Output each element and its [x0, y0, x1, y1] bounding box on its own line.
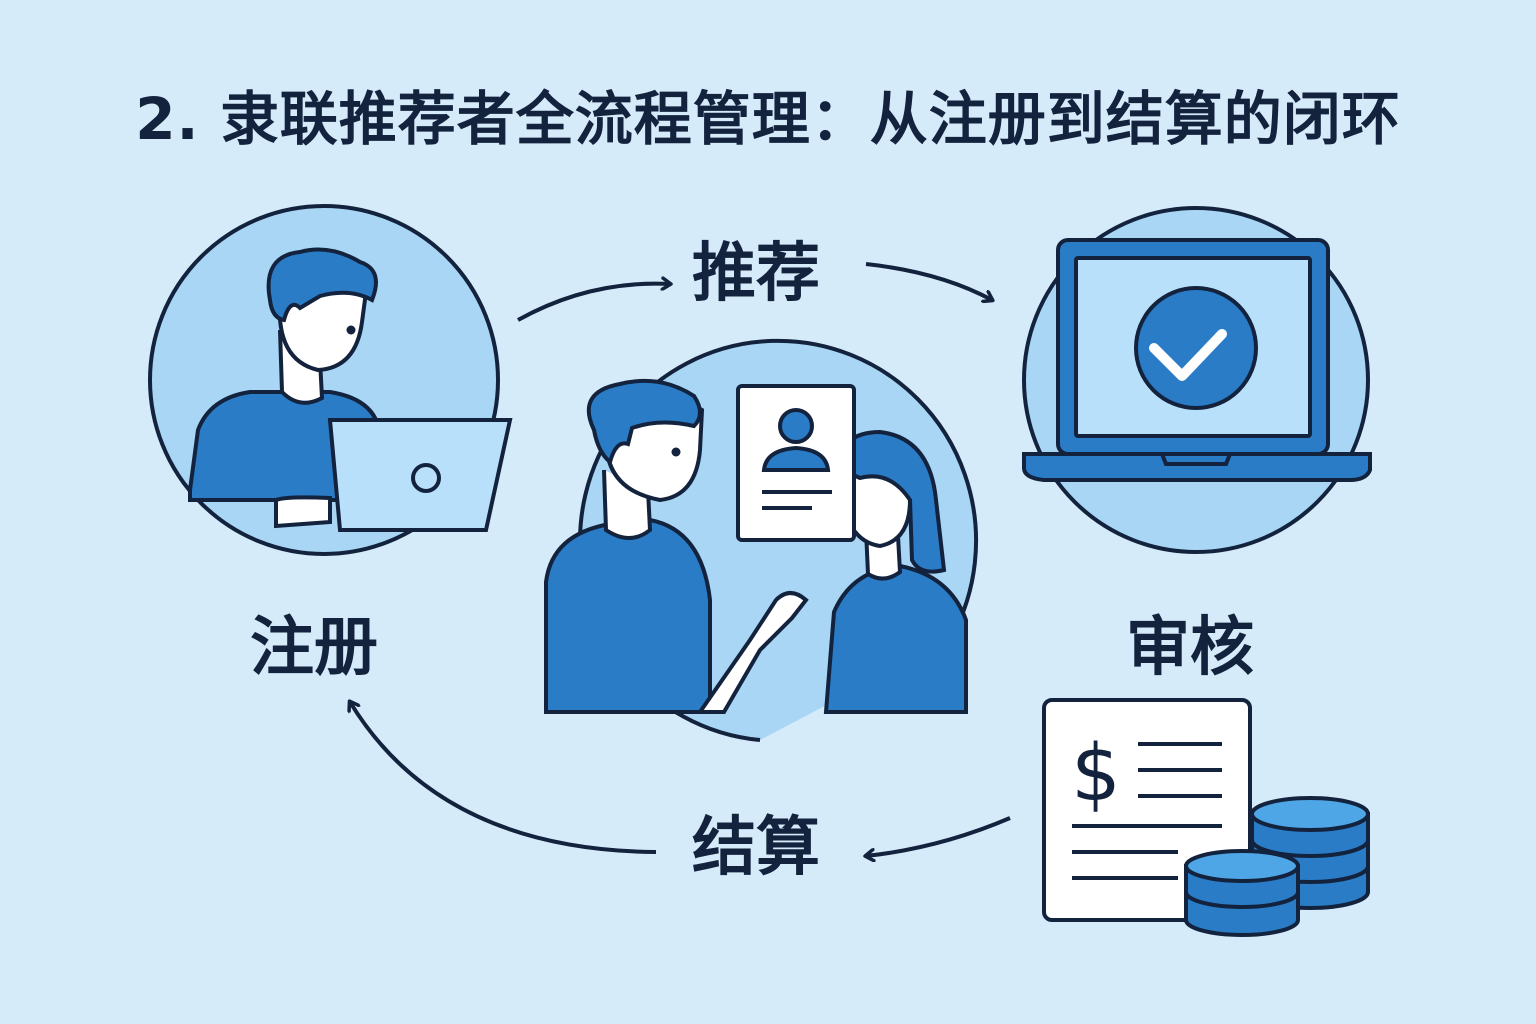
step-label-recommend: 推荐 [692, 237, 820, 311]
arrow-settle-to-register [350, 702, 657, 854]
arrow-review-to-settle [866, 816, 1011, 856]
arrow-recommend-to-review [865, 262, 992, 300]
person-at-laptop-icon [148, 204, 513, 556]
currency-symbol: $ [1071, 729, 1121, 819]
step-label-settle: 结算 [692, 811, 820, 885]
laptop-checkmark-icon [1022, 206, 1372, 554]
page-title: 2. 隶联推荐者全流程管理：从注册到结算的闭环 [135, 85, 1401, 153]
profile-card-icon [736, 384, 856, 542]
step-label-review: 审核 [1126, 611, 1254, 685]
coin-stack-icon [1184, 796, 1370, 937]
step-label-register: 注册 [250, 611, 378, 685]
arrow-register-to-recommend [517, 284, 670, 322]
